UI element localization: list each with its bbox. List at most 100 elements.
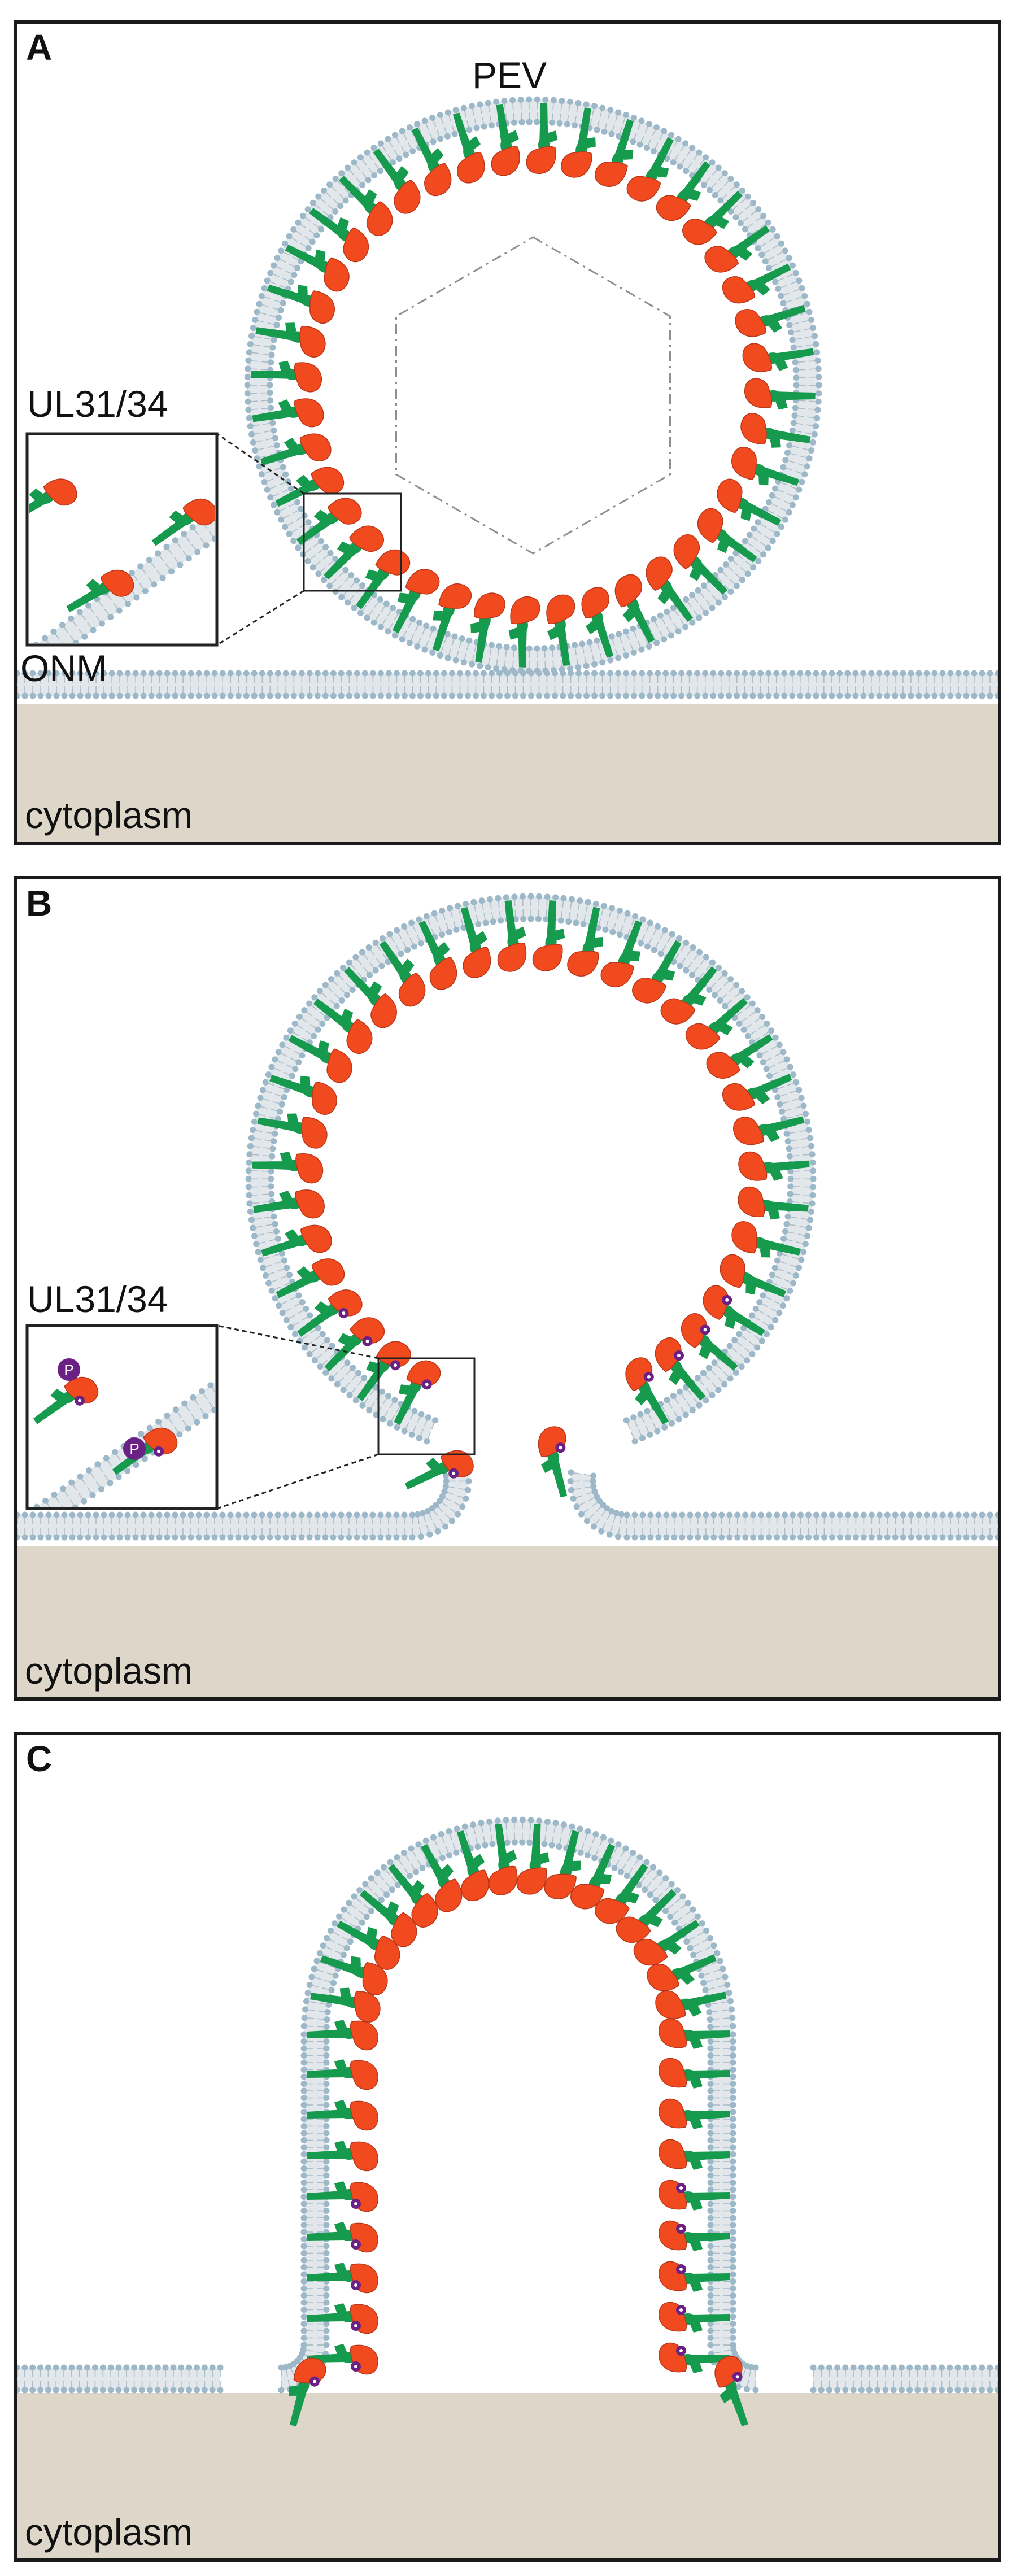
lipid-head — [569, 1823, 575, 1830]
nec-complex — [313, 999, 373, 1054]
lipid-head — [730, 2052, 736, 2059]
lipid-tail — [449, 1833, 453, 1841]
lipid-head — [415, 1841, 422, 1848]
complex-body — [251, 360, 322, 393]
lipid-head — [321, 577, 328, 583]
lipid-head — [639, 1534, 646, 1541]
lipid-tail — [613, 1846, 618, 1854]
ul31-body — [324, 257, 350, 292]
lipid-head — [815, 365, 822, 372]
lipid-tail — [284, 1045, 291, 1050]
ul34-stalk — [644, 1889, 677, 1920]
lipid-head — [591, 1488, 598, 1495]
ul34-stalk — [620, 1863, 648, 1898]
lipid-tail — [177, 1411, 182, 1418]
lipid-tail — [268, 1116, 276, 1119]
ul34-stalk — [696, 562, 728, 595]
lipid-tail — [781, 1286, 788, 1291]
complex-body — [659, 2098, 730, 2129]
lipid-head — [573, 1503, 580, 1510]
lipid-head — [842, 2364, 849, 2371]
lipid-head — [246, 1192, 252, 1198]
nec-complex — [744, 378, 816, 410]
lipid-head — [246, 1383, 252, 1389]
lipid-head — [172, 1534, 178, 1541]
lipid-head — [730, 2313, 736, 2320]
ul31-body — [526, 146, 556, 174]
lipid-head — [755, 206, 762, 213]
lipid-tail — [657, 1893, 663, 1898]
lipid-tail — [488, 657, 490, 665]
lipid-tail — [95, 1481, 101, 1487]
lipid-head — [683, 967, 690, 974]
lipid-tail — [361, 159, 367, 165]
lipid-head — [892, 670, 899, 677]
lipid-tail — [681, 1393, 686, 1400]
lipid-head — [670, 159, 677, 166]
lipid-tail — [661, 945, 666, 952]
lipid-tail — [799, 1226, 806, 1228]
lipid-head — [403, 151, 409, 158]
lipid-head — [638, 117, 645, 124]
lipid-tail — [264, 430, 272, 433]
lipid-tail — [159, 555, 164, 561]
lipid-head — [365, 944, 372, 951]
lipid-tail — [749, 2369, 752, 2377]
lipid-tail — [626, 634, 630, 641]
lipid-tail — [95, 616, 101, 622]
lipid-tail — [633, 631, 637, 638]
lipid-tail — [699, 592, 705, 598]
lipid-tail — [383, 1410, 389, 1418]
lipid-head — [131, 2364, 138, 2371]
lipid-head — [575, 664, 582, 671]
lipid-tail — [290, 2368, 294, 2375]
lipid-head — [311, 1357, 318, 1364]
lipid-head — [768, 1324, 774, 1331]
nec-complex — [452, 112, 485, 184]
ul34-stalk — [691, 2151, 730, 2160]
lipid-head — [703, 1927, 710, 1934]
lipid-head — [758, 1337, 765, 1344]
nec-complex — [276, 1258, 345, 1298]
lipid-head — [575, 670, 582, 677]
lipid-head — [754, 1007, 761, 1014]
lipid-head — [439, 1493, 446, 1500]
nec-complex — [388, 1864, 438, 1928]
lipid-head — [323, 2137, 330, 2143]
ul34-arm — [770, 1168, 783, 1181]
lipid-head — [567, 1478, 574, 1485]
ul34-stalk — [562, 1830, 579, 1868]
lipid-head — [594, 637, 600, 644]
lipid-tail — [745, 1023, 752, 1029]
complex-body — [659, 2058, 730, 2089]
lipid-tail — [710, 982, 717, 988]
lipid-tail — [769, 528, 775, 533]
lipid-tail — [63, 627, 69, 633]
lipid-tail — [334, 993, 341, 999]
lipid-tail — [705, 177, 711, 184]
ul31-body — [633, 1938, 668, 1966]
lipid-tail — [607, 112, 611, 120]
outer-nuclear-membrane-right — [810, 2364, 998, 2394]
lipid-head — [300, 2335, 307, 2341]
lipid-head — [808, 316, 815, 323]
lipid-tail — [743, 2368, 747, 2375]
lipid-head — [290, 1534, 297, 1541]
lipid-head — [379, 935, 386, 942]
lipid-head — [700, 1980, 707, 1986]
lipid-head — [758, 251, 765, 258]
lipid-tail — [46, 1503, 50, 1507]
lipid-head — [301, 2015, 308, 2021]
ul31-body — [182, 498, 215, 526]
ul34-stalk — [320, 1955, 357, 1976]
lipid-head — [21, 1534, 28, 1541]
lipid-tail — [55, 633, 60, 640]
lipid-head — [356, 1887, 363, 1894]
lipid-head — [459, 1503, 466, 1510]
lipid-head — [227, 1534, 234, 1541]
ul34-arm — [470, 622, 482, 633]
complex-body — [324, 525, 384, 580]
nec-complex — [625, 1357, 669, 1425]
lipid-tail — [176, 542, 182, 548]
lipid-head — [643, 145, 650, 151]
